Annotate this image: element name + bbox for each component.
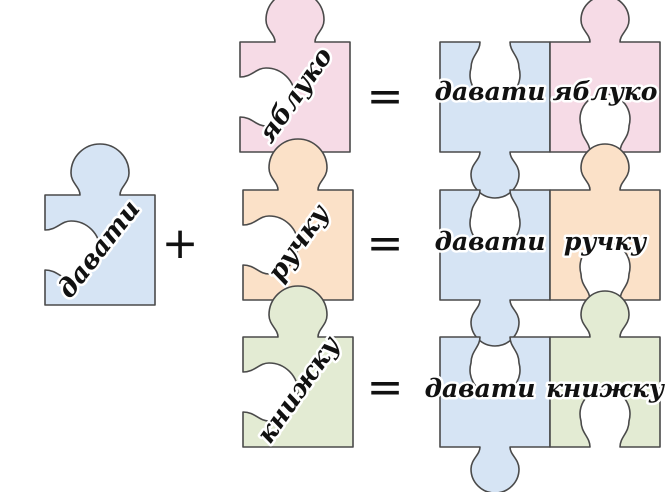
combined-right-half [549,290,661,448]
combined-piece: давати яблуко [432,0,661,199]
combined-left-word: давати [435,77,546,106]
equals-sign: = [367,362,404,413]
combined-right-word: яблуко [553,77,658,106]
row-3: книжку = давати книжку [242,285,667,492]
row-1: яблуко = давати яблуко [239,0,661,199]
object-piece: книжку [242,285,354,452]
combined-piece: давати ручку [432,143,661,347]
combined-left-word: давати [435,227,546,256]
equals-sign: = [367,71,404,122]
object-piece: ручку [242,138,354,301]
combined-right-word: книжку [546,374,665,403]
combined-right-word: ручку [564,227,647,256]
object-piece: яблуко [239,0,351,153]
base-piece: давати [44,143,156,307]
combined-right-half [549,143,661,301]
combined-left-word: давати [425,374,536,403]
combined-left-half [439,336,551,492]
combined-left-half [439,41,551,199]
combined-left-half [439,189,551,347]
plus-sign: + [162,218,199,269]
equals-sign: = [367,218,404,269]
combined-piece: давати книжку [422,290,667,492]
combined-right-half [549,0,661,153]
